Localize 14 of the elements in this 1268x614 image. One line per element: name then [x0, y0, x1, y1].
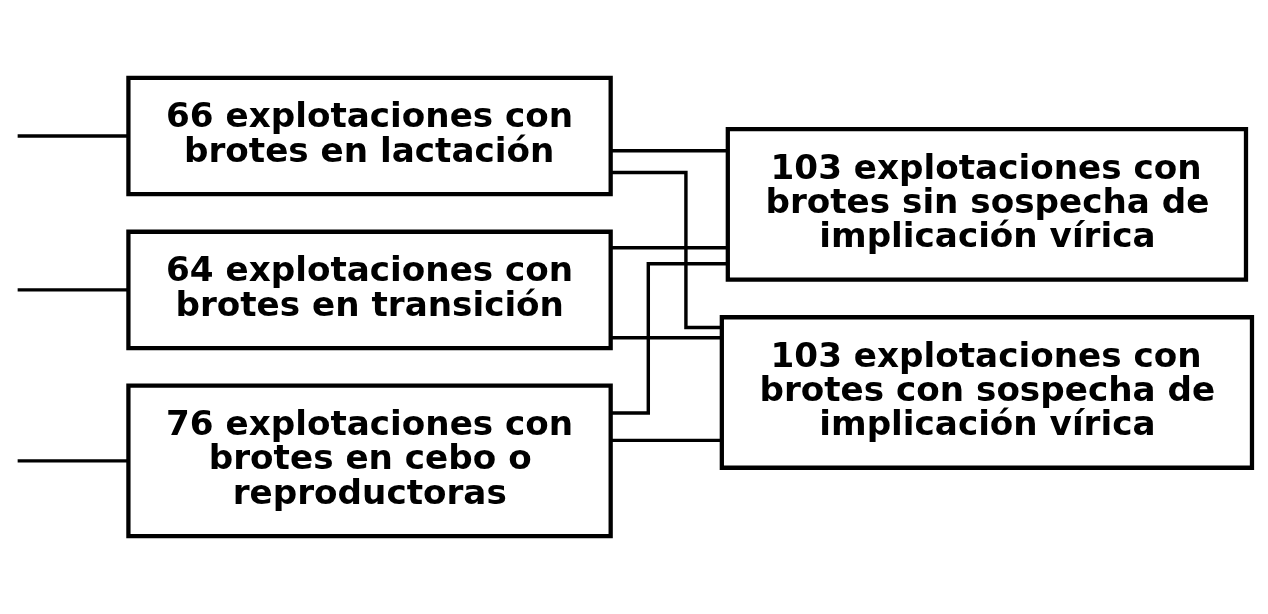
connector: [610, 246, 728, 250]
node-box: 64 explotaciones con brotes en transición: [126, 229, 613, 351]
node-box: 103 explotaciones con brotes con sospecha de implicación vírica: [719, 315, 1255, 470]
connector: [610, 170, 722, 330]
connector: [610, 261, 728, 415]
node-box: 76 explotaciones con brotes en cebo o reproductoras: [126, 383, 613, 539]
connector: [17, 134, 129, 138]
connector: [610, 438, 722, 443]
connector: [17, 459, 129, 463]
connector: [610, 149, 728, 153]
connector: [610, 336, 722, 340]
connector: [17, 288, 129, 292]
node-box: 103 explotaciones con brotes sin sospecha de implicación vírica: [725, 127, 1249, 282]
node-box: 66 explotaciones con brotes en lactación: [126, 75, 613, 197]
